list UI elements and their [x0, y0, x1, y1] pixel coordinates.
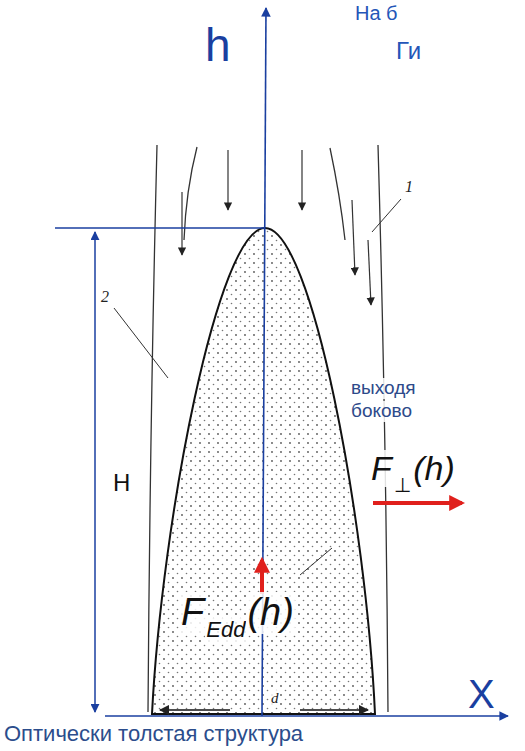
note-text: Ги — [396, 38, 421, 64]
dimension-label: H — [113, 470, 130, 496]
force-symbol: F — [370, 450, 393, 487]
force-subscript: ⊥ — [393, 474, 412, 496]
base-arrow — [160, 709, 368, 711]
caption: Оптически толстая структура — [4, 722, 303, 746]
axis — [105, 8, 508, 716]
note-text: выходя — [350, 378, 417, 399]
force-argument: (h) — [246, 592, 294, 634]
dimension-label: d — [270, 690, 280, 707]
axis-label: h — [205, 20, 231, 71]
note-text: боково — [350, 401, 413, 422]
force-subscript: Edd — [205, 618, 246, 642]
force-arrow — [262, 503, 462, 594]
callout-number: 2 — [100, 288, 110, 306]
callout-number: 1 — [404, 178, 414, 196]
force-symbol: F — [180, 592, 205, 634]
dimension-line — [55, 228, 265, 712]
axis-label: X — [468, 672, 495, 716]
force-argument: (h) — [412, 450, 456, 487]
note-text: На б — [355, 2, 398, 24]
